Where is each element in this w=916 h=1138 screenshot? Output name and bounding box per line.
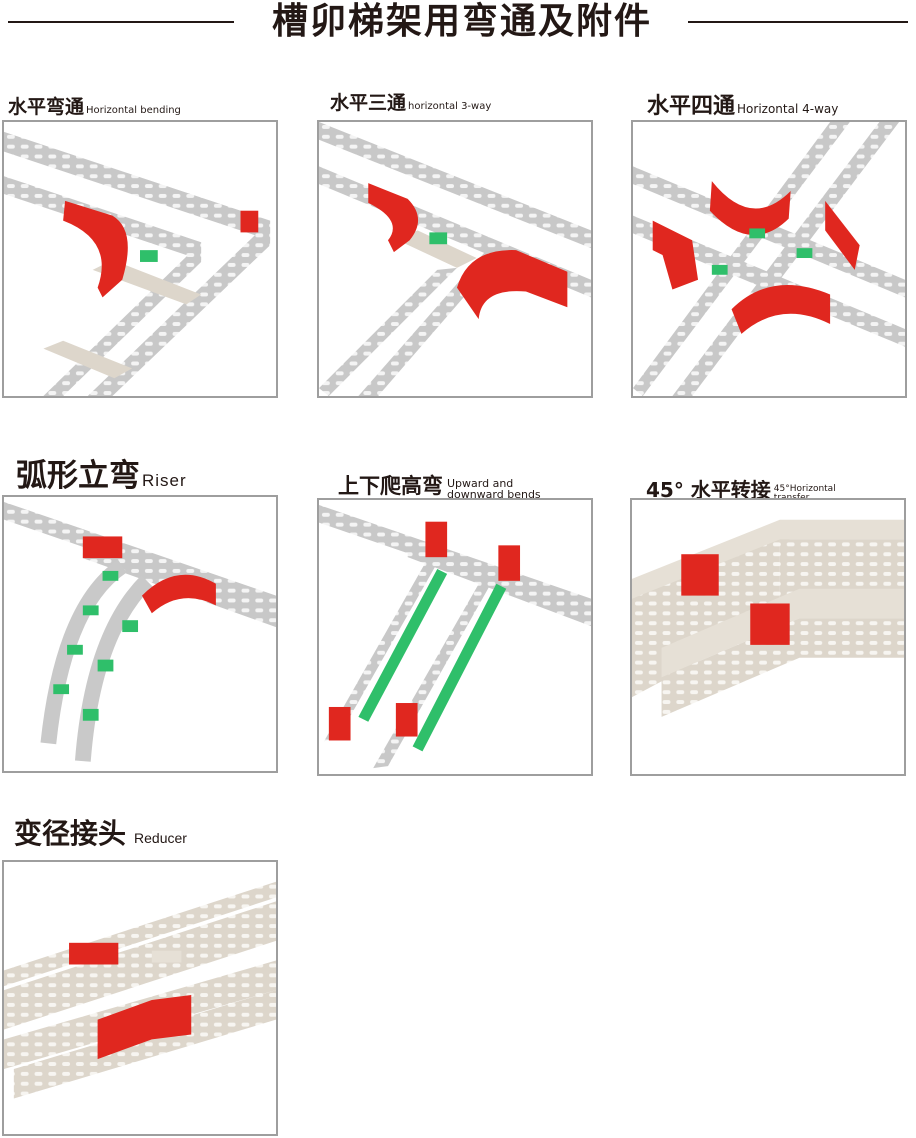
45-transfer-illustration bbox=[632, 519, 904, 717]
reducer-illustration bbox=[4, 881, 276, 1099]
image-horizontal-tee bbox=[317, 120, 593, 398]
caption-cn: 水平弯通 bbox=[8, 96, 85, 118]
caption-en: horizontal 3-way bbox=[408, 101, 492, 112]
caption-en: Horizontal bending bbox=[86, 105, 181, 116]
title-bar: 槽卯梯架用弯通及附件 bbox=[0, 0, 916, 44]
image-reducer bbox=[2, 860, 278, 1136]
image-up-down-bend bbox=[317, 498, 593, 776]
caption-cn: 水平三通 bbox=[330, 92, 407, 114]
horizontal-bend-illustration bbox=[4, 131, 271, 396]
caption-cn: 上下爬高弯 bbox=[338, 474, 443, 498]
image-riser bbox=[2, 495, 278, 773]
title-rule-left bbox=[8, 21, 234, 23]
image-horizontal-cross bbox=[631, 120, 907, 398]
riser-illustration bbox=[4, 501, 276, 762]
caption-en: Riser bbox=[142, 471, 187, 490]
caption-en-line1: 45°Horizontal bbox=[773, 484, 836, 494]
caption-reducer: 变径接头 Reducer bbox=[14, 812, 187, 852]
caption-cn: 水平四通 bbox=[647, 94, 736, 119]
image-horizontal-bend bbox=[2, 120, 278, 398]
caption-cn: 变径接头 bbox=[14, 817, 127, 850]
up-down-bend-illustration bbox=[319, 504, 591, 769]
caption-en-line2: downward bends bbox=[447, 488, 541, 501]
caption-cn: 弧形立弯 bbox=[16, 458, 140, 494]
caption-en: Horizontal 4-way bbox=[737, 102, 839, 116]
horizontal-tee-illustration bbox=[319, 122, 591, 396]
horizontal-cross-illustration bbox=[633, 122, 905, 396]
caption-en: Reducer bbox=[134, 830, 187, 846]
caption-en-line1: Upward and bbox=[447, 477, 514, 490]
image-45-transfer bbox=[630, 498, 906, 776]
title-rule-right bbox=[688, 21, 908, 23]
page-title: 槽卯梯架用弯通及附件 bbox=[271, 1, 652, 42]
